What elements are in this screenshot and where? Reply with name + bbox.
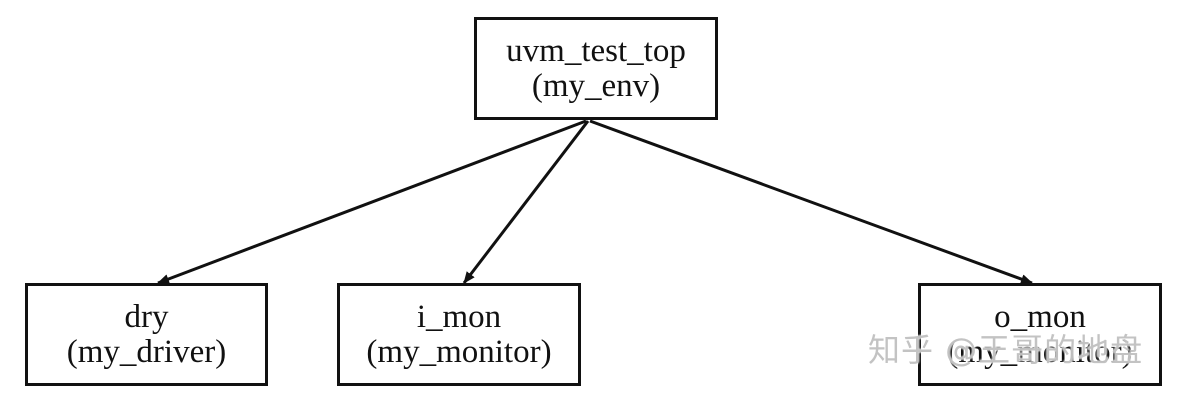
driver-node-name: dry [124,298,169,335]
driver-node: dry (my_driver) [25,283,268,386]
edge-root-to-o-mon [589,119,1033,285]
root-node-type: (my_env) [531,67,661,104]
root-node: uvm_test_top (my_env) [474,17,718,120]
edge-root-to-driver [157,119,587,285]
o-mon-node-type: (my_monitor) [947,333,1133,370]
i-mon-node-name: i_mon [416,298,502,335]
root-node-name: uvm_test_top [506,32,686,69]
o-mon-node-name: o_mon [994,298,1086,335]
o-mon-node: o_mon (my_monitor) [918,283,1162,386]
zhihu-watermark: 知乎 @王哥的地盘 [868,331,1144,369]
driver-node-type: (my_driver) [66,333,227,370]
i-mon-node-type: (my_monitor) [366,333,552,370]
i-mon-node: i_mon (my_monitor) [337,283,581,386]
edge-root-to-i-mon [462,120,590,284]
